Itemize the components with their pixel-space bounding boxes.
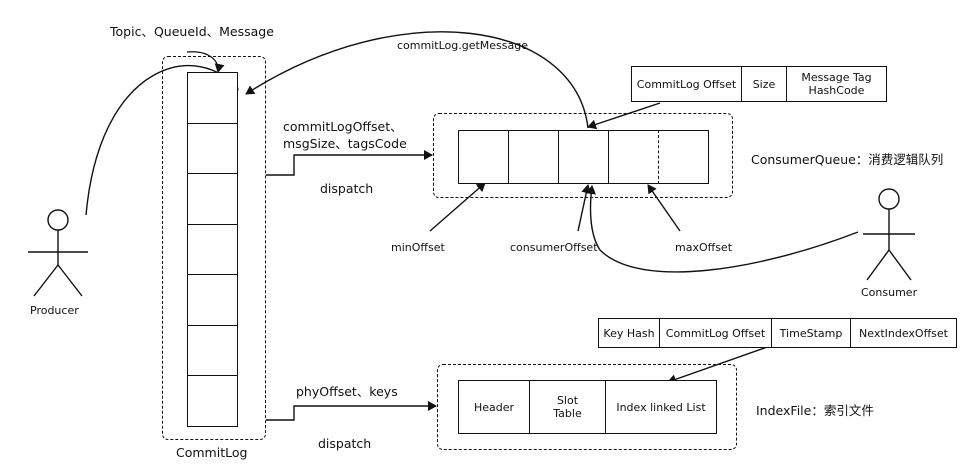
producer-figure: [28, 209, 88, 297]
consumequeue-label: ConsumerQueue：消费逻辑队列: [751, 152, 944, 167]
indexfile-label: IndexFile：索引文件: [756, 403, 874, 418]
if-dispatch-fields: phyOffset、keys: [296, 384, 398, 399]
consumer-figure: [863, 188, 915, 281]
if-dispatch-label: dispatch: [318, 436, 372, 451]
indexfile-container: [437, 364, 737, 450]
commitlog-slot: [187, 223, 238, 276]
commitlog-label: CommitLog: [176, 445, 248, 460]
commitlog-slot: [187, 375, 238, 427]
min-offset-arrow: [429, 182, 486, 232]
commitlog-slot: [187, 274, 238, 326]
dispatch-consumequeue-arrow: [266, 150, 433, 176]
get-message-arrow: [245, 31, 589, 129]
if-field-next-index-offset: NextIndexOffset: [850, 318, 957, 348]
indexfile-index-linked-list: Index linked List: [605, 380, 717, 434]
producer-label: Producer: [30, 304, 79, 317]
if-field-commitlog-offset: CommitLog Offset: [659, 318, 772, 348]
consumer-offset-label: consumerOffset: [510, 241, 598, 254]
cq-field-size: Size: [741, 66, 787, 102]
max-offset-label: maxOffset: [675, 241, 733, 254]
cq-field-tag-hashcode: Message Tag HashCode: [786, 66, 887, 102]
consumequeue-cell: [458, 130, 509, 184]
cq-field-offset: CommitLog Offset: [631, 66, 742, 102]
get-message-label: commitLog.getMessage: [397, 39, 528, 52]
consumer-label: Consumer: [861, 286, 918, 299]
producer-message-label: Topic、QueueId、Message: [110, 24, 274, 39]
indexfile-header: Header: [458, 380, 530, 434]
if-field-timestamp: TimeStamp: [771, 318, 851, 348]
consumequeue-cell: [608, 130, 659, 184]
producer-label-pointer: [186, 51, 225, 73]
min-offset-label: minOffset: [391, 241, 445, 254]
cq-dispatch-fields-line2: msgSize、tagsCode: [283, 136, 407, 151]
indexfile-slot-table: Slot Table: [529, 380, 606, 434]
consumequeue-container: [433, 113, 733, 198]
commitlog-container: [162, 56, 266, 440]
cq-dispatch-label: dispatch: [320, 181, 374, 196]
max-offset-arrow: [647, 184, 681, 232]
if-field-key-hash: Key Hash: [598, 318, 660, 348]
consumer-read-arrow: [586, 185, 859, 273]
commitlog-slot: [187, 72, 238, 124]
consumequeue-cell: [508, 130, 559, 184]
consumequeue-cell: [658, 130, 709, 184]
cq-dispatch-fields-line1: commitLogOffset、: [283, 119, 403, 134]
commitlog-slot: [187, 173, 238, 225]
commitlog-slot: [187, 324, 238, 377]
consumequeue-cell: [558, 130, 609, 184]
commitlog-slot: [187, 122, 238, 175]
dispatch-indexfile-arrow: [266, 401, 437, 421]
cq-entry-pointer: [587, 102, 661, 130]
